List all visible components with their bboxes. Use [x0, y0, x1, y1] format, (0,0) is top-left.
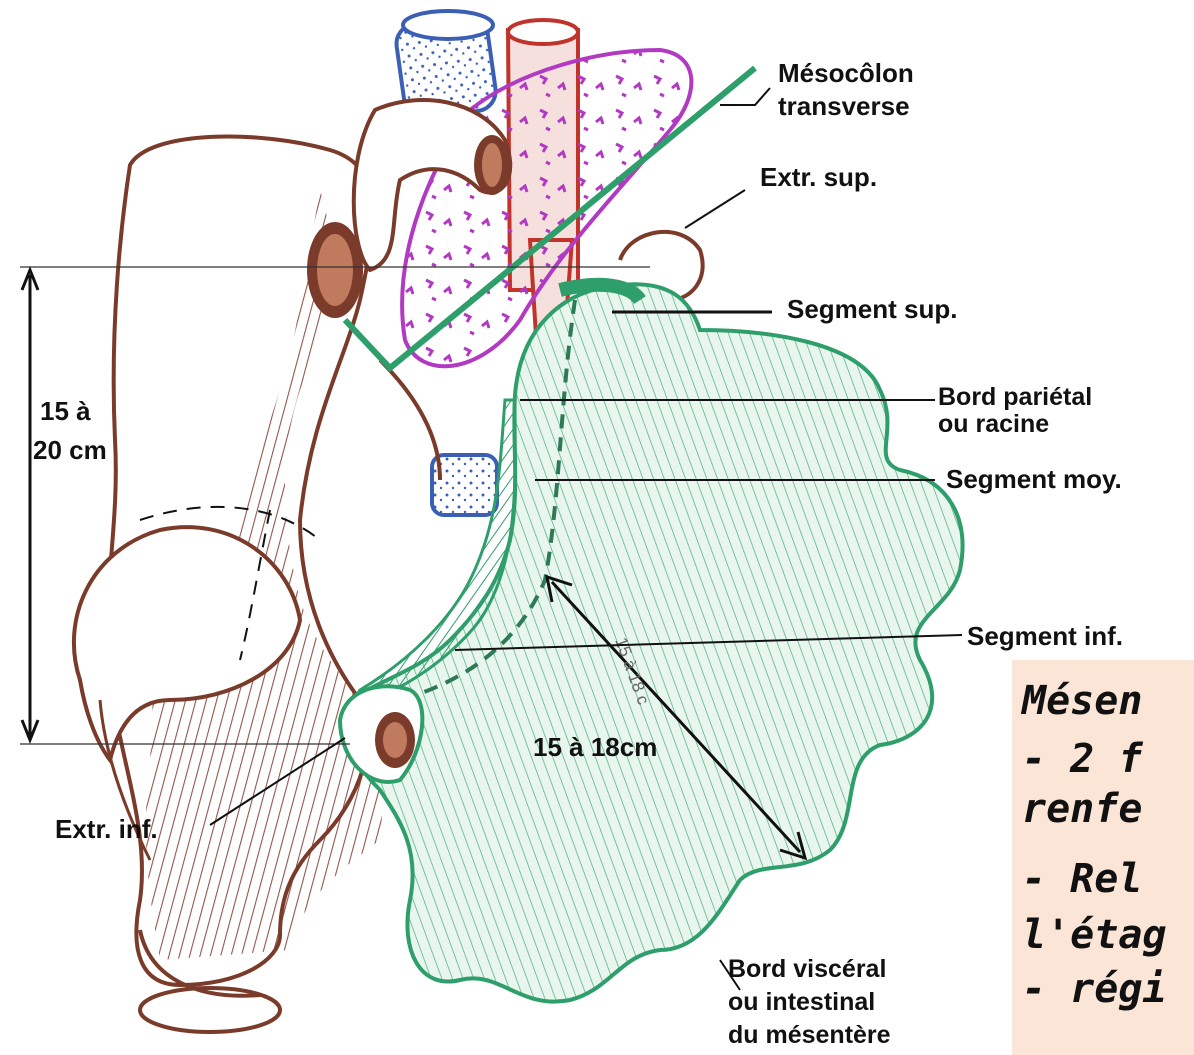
svg-text:20 cm: 20 cm: [33, 435, 107, 465]
note-line-5: l'étag: [1022, 912, 1167, 958]
label-segment-sup: Segment sup.: [787, 294, 957, 324]
note-line-2: - 2 f: [1022, 736, 1142, 782]
label-bord-visceral: Bord viscéral ou intestinal du mésentère: [728, 955, 891, 1049]
svg-text:du mésentère: du mésentère: [728, 1021, 891, 1049]
label-segment-moy: Segment moy.: [946, 464, 1122, 494]
svg-text:Bord pariétal: Bord pariétal: [938, 383, 1092, 411]
svg-text:transverse: transverse: [778, 91, 910, 121]
note-line-1: Mésen: [1022, 678, 1142, 724]
note-line-6: - régi: [1022, 966, 1167, 1012]
label-extr-sup: Extr. sup.: [760, 162, 877, 192]
label-extr-inf: Extr. inf.: [55, 814, 158, 844]
label-bord-parietal: Bord pariétal ou racine: [938, 383, 1092, 438]
mesentery: [342, 284, 963, 1001]
notes-panel: Mésen - 2 f renfe - Rel l'étag - régi: [1012, 660, 1194, 1055]
svg-text:Bord viscéral: Bord viscéral: [728, 955, 886, 983]
svg-text:ou intestinal: ou intestinal: [728, 988, 875, 1016]
svg-text:15 à: 15 à: [40, 396, 91, 426]
label-height-measure: 15 à 20 cm: [33, 396, 107, 465]
svg-text:ou racine: ou racine: [938, 410, 1049, 438]
note-line-4: - Rel: [1022, 856, 1142, 902]
note-line-3: renfe: [1022, 786, 1142, 832]
label-mesocolon: Mésocôlon transverse: [778, 58, 914, 121]
svg-text:Mésocôlon: Mésocôlon: [778, 58, 914, 88]
label-width-measure: 15 à 18cm: [533, 732, 657, 762]
label-segment-inf: Segment inf.: [967, 621, 1123, 651]
